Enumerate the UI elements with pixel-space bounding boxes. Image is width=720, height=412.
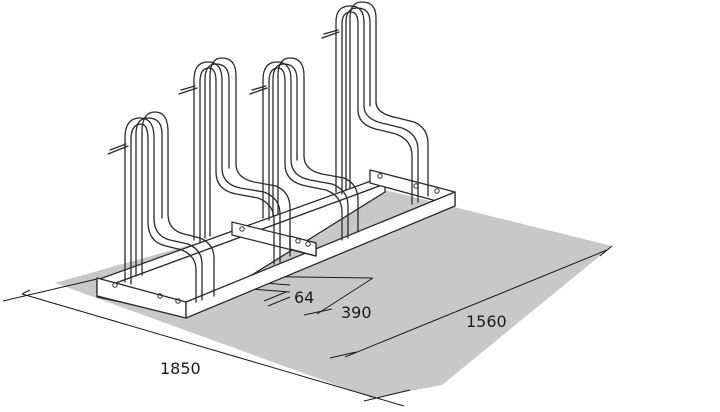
dimension-length-label: 1850 (160, 359, 201, 378)
dimension-spacing-label: 390 (341, 303, 372, 322)
dimension-depth (329, 245, 613, 359)
dimension-length (2, 278, 411, 407)
floor-footprint (55, 190, 612, 398)
dimension-gap-label: 64 (294, 288, 314, 307)
rack-base-frame (96, 169, 456, 319)
bike-hoop-4 (321, 1, 429, 205)
bike-hoop-3 (249, 57, 359, 241)
dimension-depth-label: 1560 (466, 312, 507, 331)
bike-hoop-1 (107, 111, 215, 303)
